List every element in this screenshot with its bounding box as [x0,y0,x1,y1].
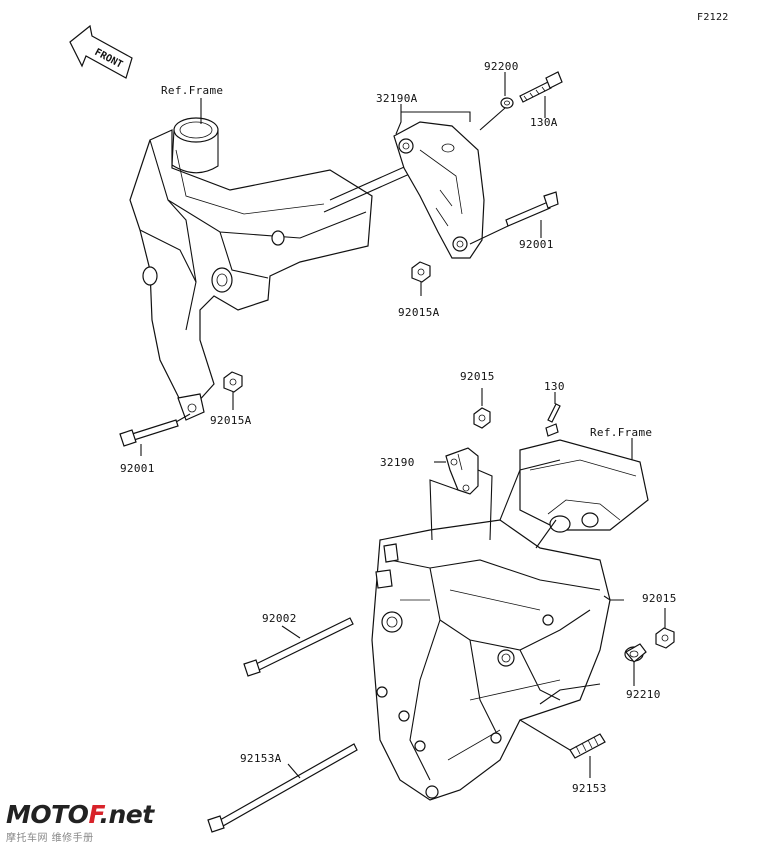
frame-upper-drawing [129,117,421,421]
watermark-logo: MOTOF.net [6,800,154,829]
label-130: 130 [544,380,565,393]
washer-92200-drawing [500,97,514,109]
label-92015-mid: 92015 [460,370,495,383]
stud-92153A-drawing [207,743,358,833]
bracket-32190A-drawing [393,121,485,259]
label-92002: 92002 [262,612,297,625]
top-leader-lines [140,72,546,456]
figure-code: F2122 [697,12,729,23]
nut-92015A-left-drawing [223,371,243,393]
watermark-brand-suffix: .net [99,800,155,829]
nut-92015A-top-drawing [411,261,431,283]
bolt-92001-left-drawing [119,419,179,447]
bolt-92001-top-drawing [505,191,559,227]
label-92210: 92210 [626,688,661,701]
watermark-brand-prefix: MOTO [6,800,89,829]
label-92153: 92153 [572,782,607,795]
frame-lower-drawing [519,439,649,533]
label-92200: 92200 [484,60,519,73]
watermark: MOTOF.net 摩托车网 维修手册 [6,800,154,844]
label-92015A-top: 92015A [398,306,440,319]
bracket-32190-drawing [445,447,479,495]
label-92015A-left: 92015A [210,414,252,427]
label-92153A: 92153A [240,752,282,765]
label-92015-right: 92015 [642,592,677,605]
watermark-brand-accent: F [88,800,100,829]
bottom-leader-lines [281,388,666,779]
nut-92015-right-drawing [655,627,675,649]
label-ref-frame-top: Ref.Frame [161,84,224,97]
collar-92210-drawing [624,643,647,663]
nut-92015-mid-drawing [473,407,491,429]
bolt-130-drawing [545,403,561,437]
label-92001-top: 92001 [519,238,554,251]
watermark-subtitle: 摩托车网 维修手册 [6,833,94,844]
label-32190: 32190 [380,456,415,469]
bolt-92002-drawing [243,617,354,677]
bolt-130A-drawing [519,71,563,103]
label-32190A: 32190A [376,92,418,105]
engine-bracket-assembly-drawing [371,459,611,801]
label-ref-frame-bottom: Ref.Frame [590,426,653,439]
stud-92153-drawing [569,733,606,759]
front-arrow-icon: FRONT [69,24,133,79]
label-130A: 130A [530,116,558,129]
label-92001-left: 92001 [120,462,155,475]
